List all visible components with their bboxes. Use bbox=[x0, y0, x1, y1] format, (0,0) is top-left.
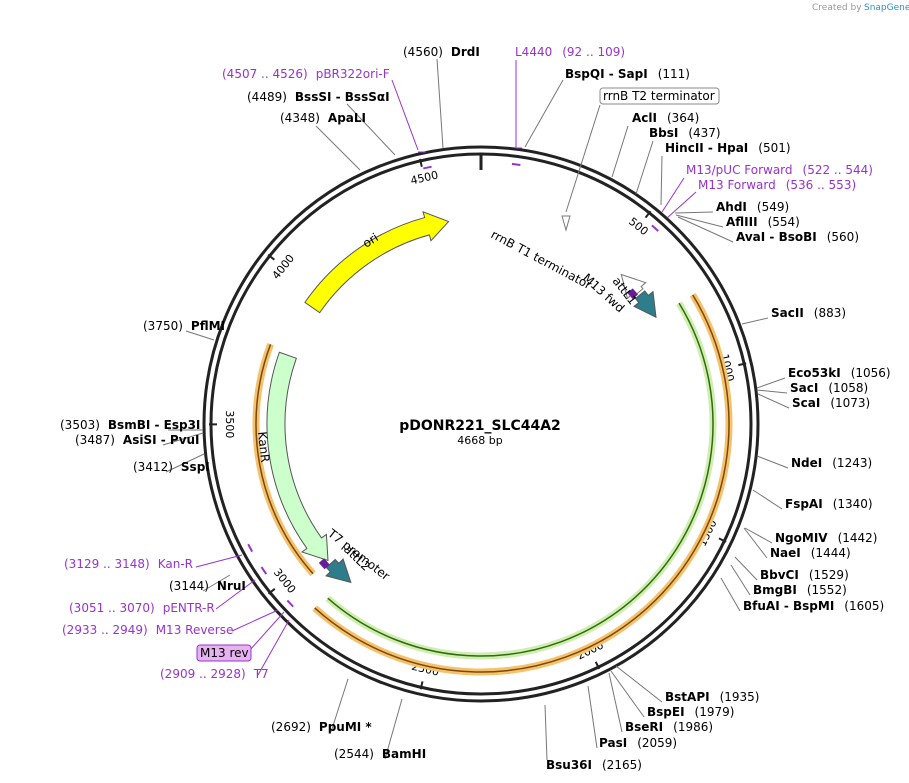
primer-leaders bbox=[195, 60, 697, 676]
enzyme-label: NgoMIV(1442) bbox=[775, 531, 877, 545]
tick-500 bbox=[644, 210, 652, 219]
m13-rev-label: M13 rev bbox=[200, 646, 249, 660]
insert-arcs bbox=[252, 293, 733, 676]
tick-1500 bbox=[718, 537, 727, 543]
tick-2000 bbox=[594, 661, 601, 670]
m13-site-mark bbox=[627, 288, 639, 300]
enzyme-label: PasI(2059) bbox=[599, 736, 677, 750]
snapgene-brand: SnapGene bbox=[864, 3, 909, 13]
enzyme-label: AclI(364) bbox=[632, 111, 699, 125]
enzyme-label: BbvCI(1529) bbox=[760, 568, 849, 582]
primer-site-mark bbox=[247, 543, 254, 553]
enzyme-label: BspEI(1979) bbox=[647, 705, 734, 719]
primer-label: M13/pUC Forward(522 .. 544) bbox=[686, 163, 873, 177]
primer-label: (3129 .. 3148)Kan-R bbox=[64, 557, 193, 571]
enzyme-label: ScaI(1073) bbox=[792, 396, 870, 410]
attl2-feature bbox=[325, 558, 352, 584]
enzyme-label: BseRI(1986) bbox=[625, 720, 713, 734]
enzyme-label: (3412)SspI bbox=[133, 460, 210, 474]
enzyme-label: AflIII(554) bbox=[726, 215, 800, 229]
enzyme-label: (3144)NruI bbox=[169, 579, 246, 593]
rrnb-t2-box bbox=[599, 87, 720, 105]
enzyme-label: BspQI - SapI(111) bbox=[565, 67, 690, 81]
enzyme-label: (3503)BsmBI - Esp3I bbox=[60, 418, 200, 432]
rrnb-t2-label: rrnB T2 terminator bbox=[603, 89, 715, 103]
primer-site-mark bbox=[511, 162, 521, 166]
tick-1000 bbox=[738, 362, 747, 367]
tick-4500 bbox=[419, 158, 423, 167]
enzyme-label: (2692)PpuMI * bbox=[271, 720, 372, 734]
tick-label: 4000 bbox=[270, 252, 298, 282]
enzyme-label: NdeI(1243) bbox=[791, 456, 872, 470]
tick-4000 bbox=[267, 253, 275, 261]
enzyme-label: (4489)BssSI - BssSαI bbox=[247, 90, 390, 104]
plasmid-size: 4668 bp bbox=[457, 434, 502, 447]
m13-rev-box bbox=[196, 644, 252, 662]
enzyme-label: BfuAI - BspMI(1605) bbox=[743, 599, 884, 613]
backbone-outer bbox=[202, 145, 760, 703]
enzyme-label: BstAPI(1935) bbox=[665, 690, 759, 704]
orange-arc-line bbox=[314, 294, 730, 673]
primer-labels: L4440(92 .. 109) (4507 .. 4526)pBR322ori-… bbox=[62, 45, 873, 681]
enzyme-label: (3750)PflMI bbox=[143, 319, 225, 333]
primer-label: M13 Forward(536 .. 553) bbox=[698, 178, 856, 192]
rrnb-t1-label: rrnB T1 terminator bbox=[489, 227, 594, 292]
enzyme-label: Eco53kI(1056) bbox=[788, 366, 891, 380]
enzyme-label: HincII - HpaI(501) bbox=[665, 141, 791, 155]
tick-label: 3000 bbox=[271, 566, 299, 596]
enzyme-label: NaeI(1444) bbox=[770, 546, 851, 560]
m13-site-mark bbox=[318, 558, 330, 570]
rrnb-t2-arrow bbox=[561, 215, 571, 232]
enzyme-label: BmgBI(1552) bbox=[753, 583, 847, 597]
enzyme-label: FspAI(1340) bbox=[785, 497, 873, 511]
orange-arc-outer bbox=[312, 293, 733, 676]
kanr-feature bbox=[266, 351, 329, 562]
plasmid-name: pDONR221_SLC44A2 bbox=[399, 418, 561, 434]
orange-arc-kan-line bbox=[255, 344, 314, 575]
primer-site-mark bbox=[260, 566, 268, 575]
primer-label: (2933 .. 2949)M13 Reverse bbox=[62, 623, 233, 637]
enzyme-label: BbsI(437) bbox=[649, 126, 721, 140]
attl1-feature bbox=[633, 290, 657, 319]
tick-label: 4500 bbox=[409, 168, 439, 187]
primer-site-mark bbox=[286, 599, 294, 608]
tick-2500 bbox=[419, 681, 424, 690]
primer-label: (2909 .. 2928)T7 bbox=[160, 667, 269, 681]
enzyme-label: (2544)BamHI bbox=[334, 747, 426, 761]
enzyme-label: SacI(1058) bbox=[790, 381, 868, 395]
primer-site-mark bbox=[423, 165, 432, 170]
enzyme-label: (4560)DrdI bbox=[403, 45, 480, 59]
tick-label: 3500 bbox=[223, 410, 236, 438]
ori-feature bbox=[304, 210, 450, 314]
enzyme-label: AvaI - BsoBI(560) bbox=[736, 230, 859, 244]
primer-site-mark bbox=[651, 224, 659, 232]
green-arc-line bbox=[327, 302, 714, 657]
enzyme-label: (3487)AsiSI - PvuI bbox=[75, 433, 200, 447]
primer-label: (3051 .. 3070)pENTR-R bbox=[69, 601, 215, 615]
leader-lines bbox=[162, 58, 790, 761]
enzyme-label: (4348)ApaLI bbox=[280, 111, 366, 125]
kanr-label: KanR bbox=[255, 431, 272, 463]
enzyme-labels: (4560)DrdI BspQI - SapI(111) (4489)BssSI -… bbox=[60, 45, 891, 772]
primer-label: (4507 .. 4526)pBR322ori-F bbox=[222, 67, 390, 81]
watermark-text: Created by bbox=[812, 3, 862, 13]
primer-label: L4440(92 .. 109) bbox=[515, 45, 625, 59]
enzyme-label: AhdI(549) bbox=[716, 200, 789, 214]
features bbox=[247, 162, 659, 608]
rrnb-t2-leader bbox=[565, 104, 601, 213]
tick-label: 500 bbox=[626, 215, 651, 238]
enzyme-label: Bsu36I(2165) bbox=[546, 758, 642, 772]
tick-3000 bbox=[267, 588, 276, 595]
enzyme-label: SacII(883) bbox=[771, 306, 846, 320]
